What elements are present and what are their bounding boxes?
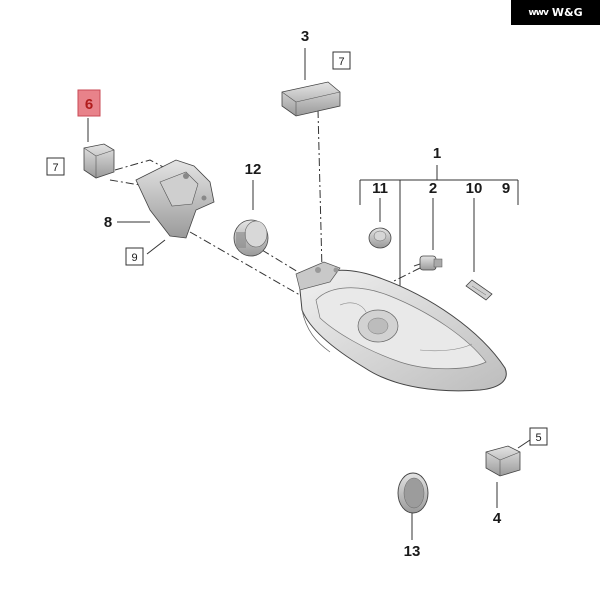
control-module-part[interactable] bbox=[281, 81, 341, 117]
svg-text:7: 7 bbox=[52, 162, 58, 174]
mounting-bracket-part[interactable] bbox=[135, 159, 215, 239]
ref-box-7-left[interactable]: 7 bbox=[46, 157, 65, 176]
brand-logo-icon: ᴡᴡᴠ bbox=[528, 7, 548, 18]
callout-12[interactable]: 12 bbox=[245, 161, 262, 178]
headlamp-assembly-part[interactable] bbox=[295, 261, 507, 392]
callout-10[interactable]: 10 bbox=[466, 180, 483, 197]
round-cover-part[interactable] bbox=[397, 472, 429, 514]
side-module-part[interactable] bbox=[485, 445, 521, 477]
leader-lines bbox=[87, 48, 531, 540]
svg-text:9: 9 bbox=[131, 252, 137, 264]
bulb-holder-part[interactable] bbox=[413, 255, 443, 271]
seal-gasket-part[interactable] bbox=[465, 279, 493, 301]
small-cap-part[interactable] bbox=[368, 227, 392, 249]
callout-3[interactable]: 3 bbox=[301, 28, 309, 45]
brand-logo: ᴡᴡᴠ W&G bbox=[511, 0, 600, 25]
ref-box-9[interactable]: 9 bbox=[125, 247, 144, 266]
ref-box-7-top[interactable]: 7 bbox=[332, 51, 351, 70]
highlight-callout-box[interactable] bbox=[77, 89, 101, 117]
callout-9-group[interactable]: 9 bbox=[502, 180, 510, 197]
small-control-unit-part[interactable] bbox=[83, 143, 115, 179]
svg-text:5: 5 bbox=[535, 432, 541, 444]
callout-13[interactable]: 13 bbox=[404, 543, 421, 560]
cover-cap-part[interactable] bbox=[233, 219, 269, 257]
ref-box-5[interactable]: 5 bbox=[529, 427, 548, 446]
svg-text:7: 7 bbox=[338, 56, 344, 68]
callout-6[interactable]: 6 bbox=[85, 96, 93, 113]
callout-1[interactable]: 1 bbox=[433, 145, 441, 162]
callout-11[interactable]: 11 bbox=[372, 180, 388, 197]
callout-8[interactable]: 8 bbox=[104, 214, 112, 231]
callout-2[interactable]: 2 bbox=[429, 180, 437, 197]
brand-logo-text: W&G bbox=[551, 6, 583, 19]
callout-4[interactable]: 4 bbox=[493, 510, 502, 527]
